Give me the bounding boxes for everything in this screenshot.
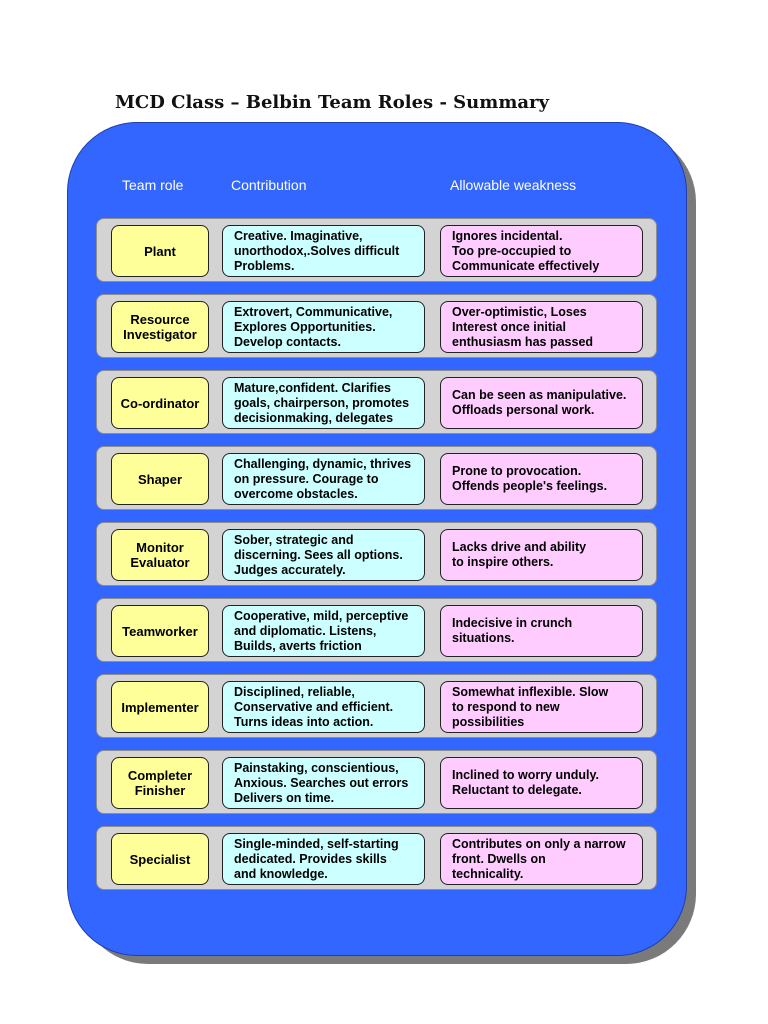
weakness-box: Inclined to worry unduly. Reluctant to d… (440, 757, 643, 809)
table-row: Co-ordinator Mature,confident. Clarifies … (96, 370, 657, 434)
role-name-box: Shaper (111, 453, 209, 505)
table-row: Specialist Single-minded, self-starting d… (96, 826, 657, 890)
weakness-box: Ignores incidental. Too pre-occupied to … (440, 225, 643, 277)
table-row: Teamworker Cooperative, mild, perceptive … (96, 598, 657, 662)
contribution-box: Painstaking, conscientious, Anxious. Sea… (222, 757, 425, 809)
table-row: Monitor Evaluator Sober, strategic and di… (96, 522, 657, 586)
contribution-box: Extrovert, Communicative, Explores Oppor… (222, 301, 425, 353)
role-name: Monitor Evaluator (130, 540, 190, 570)
weakness-box: Prone to provocation. Offends people's f… (440, 453, 643, 505)
header-allowable-weakness: Allowable weakness (450, 177, 577, 193)
role-name: Teamworker (122, 623, 198, 639)
role-name: Shaper (137, 471, 183, 487)
contribution-box: Creative. Imaginative, unorthodox,.Solve… (222, 225, 425, 277)
role-name: Co-ordinator (120, 395, 200, 411)
contribution-box: Sober, strategic and discerning. Sees al… (222, 529, 425, 581)
weakness-box: Lacks drive and ability to inspire other… (440, 529, 643, 581)
table-row: Implementer Disciplined, reliable, Conser… (96, 674, 657, 738)
header-team-role: Team role (122, 177, 184, 193)
table-row: Shaper Challenging, dynamic, thrives on p… (96, 446, 657, 510)
table-row: Plant Creative. Imaginative, unorthodox,.… (96, 218, 657, 282)
role-name: Specialist (129, 851, 191, 867)
role-name-box: Co-ordinator (111, 377, 209, 429)
contribution-box: Cooperative, mild, perceptive and diplom… (222, 605, 425, 657)
contribution-box: Single-minded, self-starting dedicated. … (222, 833, 425, 885)
role-name-box: Resource Investigator (111, 301, 209, 353)
table-row: Resource Investigator Extrovert, Communic… (96, 294, 657, 358)
weakness-box: Can be seen as manipulative. Offloads pe… (440, 377, 643, 429)
header-contribution: Contribution (231, 177, 307, 193)
role-name: Implementer (121, 699, 199, 715)
weakness-box: Somewhat inflexible. Slow to respond to … (440, 681, 643, 733)
role-name-box: Completer Finisher (111, 757, 209, 809)
weakness-box: Indecisive in crunch situations. (440, 605, 643, 657)
page-title: MCD Class – Belbin Team Roles - Summary (115, 92, 549, 113)
weakness-box: Over-optimistic, Loses Interest once ini… (440, 301, 643, 353)
contribution-box: Mature,confident. Clarifies goals, chair… (222, 377, 425, 429)
role-name-box: Plant (111, 225, 209, 277)
roles-table: Plant Creative. Imaginative, unorthodox,.… (96, 218, 657, 902)
role-name-box: Specialist (111, 833, 209, 885)
table-row: Completer Finisher Painstaking, conscient… (96, 750, 657, 814)
role-name: Plant (144, 243, 176, 259)
contribution-box: Disciplined, reliable, Conservative and … (222, 681, 425, 733)
role-name-box: Teamworker (111, 605, 209, 657)
role-name-box: Monitor Evaluator (111, 529, 209, 581)
weakness-box: Contributes on only a narrow front. Dwel… (440, 833, 643, 885)
role-name-box: Implementer (111, 681, 209, 733)
role-name: Completer Finisher (127, 768, 193, 798)
contribution-box: Challenging, dynamic, thrives on pressur… (222, 453, 425, 505)
role-name: Resource Investigator (123, 312, 197, 342)
